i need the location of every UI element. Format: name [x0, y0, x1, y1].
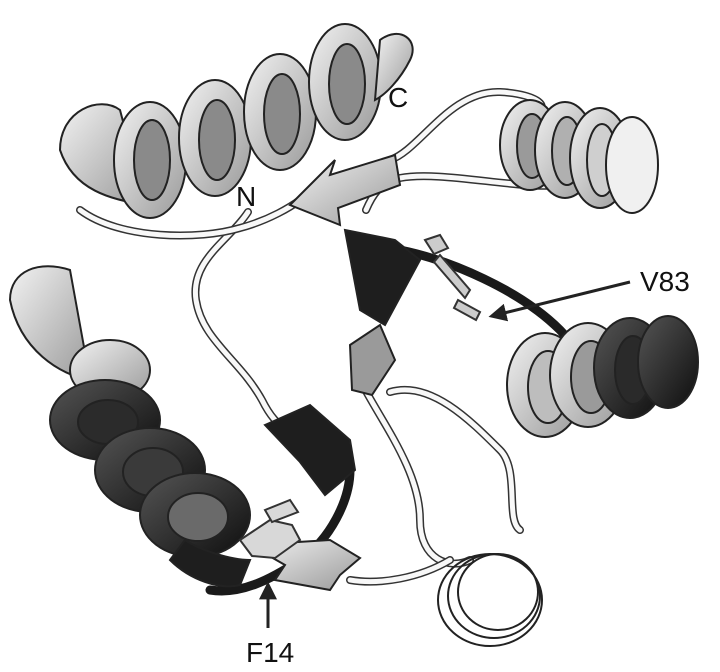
helix-left [8, 265, 252, 588]
arrow-v83 [488, 280, 631, 322]
coil-loops [76, 87, 581, 596]
helix-bottom-small [437, 553, 543, 647]
label-n-terminus: N [236, 181, 256, 212]
helix-top [58, 23, 414, 219]
side-chain-v83 [423, 233, 482, 322]
label-residue-v83: V83 [640, 266, 690, 297]
coil-loop-n-to-lower-strand [191, 208, 290, 434]
helix-right-upper [499, 99, 659, 214]
strand-lower-dark [263, 403, 357, 497]
label-c-terminus: C [388, 82, 408, 113]
strand-v83-dark [343, 228, 422, 327]
label-residue-f14: F14 [246, 637, 294, 668]
strand-upper-arrow [288, 153, 402, 227]
side-chain-f14 [238, 498, 302, 560]
strand-middle-grey [348, 323, 397, 397]
helix-right-lower [506, 315, 699, 438]
